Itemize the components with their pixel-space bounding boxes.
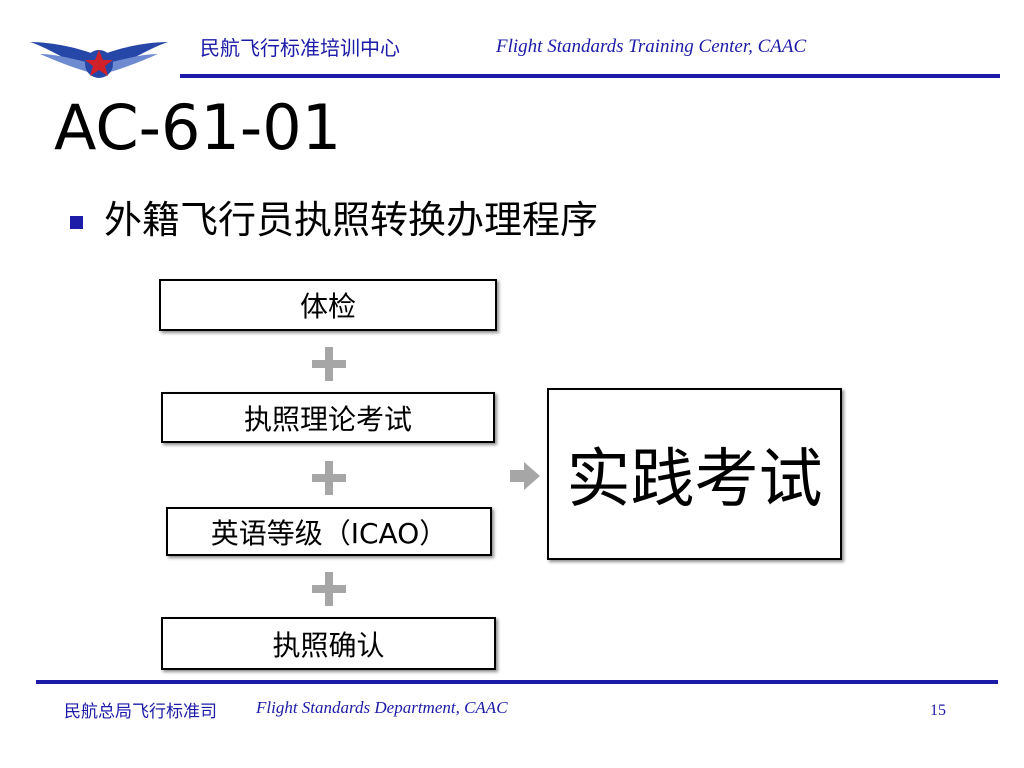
bullet-marker: [70, 216, 83, 229]
arrow-right-icon: [510, 462, 540, 490]
plus-icon: [312, 572, 346, 606]
header-org-cn: 民航飞行标准培训中心: [200, 36, 400, 60]
plus-icon: [312, 461, 346, 495]
page-number: 15: [930, 702, 946, 719]
flow-result-practical-exam: 实践考试: [547, 388, 842, 560]
flow-step-medical: 体检: [159, 279, 497, 331]
footer-divider: [36, 680, 998, 684]
plus-icon: [312, 347, 346, 381]
footer-dept-en: Flight Standards Department, CAAC: [256, 698, 508, 717]
footer-dept-cn: 民航总局飞行标准司: [64, 702, 217, 722]
slide-title: AC-61-01: [54, 91, 342, 164]
header-divider: [180, 74, 1000, 78]
flow-step-english-level: 英语等级（ICAO）: [166, 507, 492, 556]
flow-step-theory-exam: 执照理论考试: [161, 392, 495, 443]
bullet-text: 外籍飞行员执照转换办理程序: [104, 198, 599, 242]
header-org-en: Flight Standards Training Center, CAAC: [496, 36, 807, 57]
caac-wings-star-logo-icon: [30, 42, 168, 78]
flow-step-license-confirmation: 执照确认: [161, 617, 496, 670]
